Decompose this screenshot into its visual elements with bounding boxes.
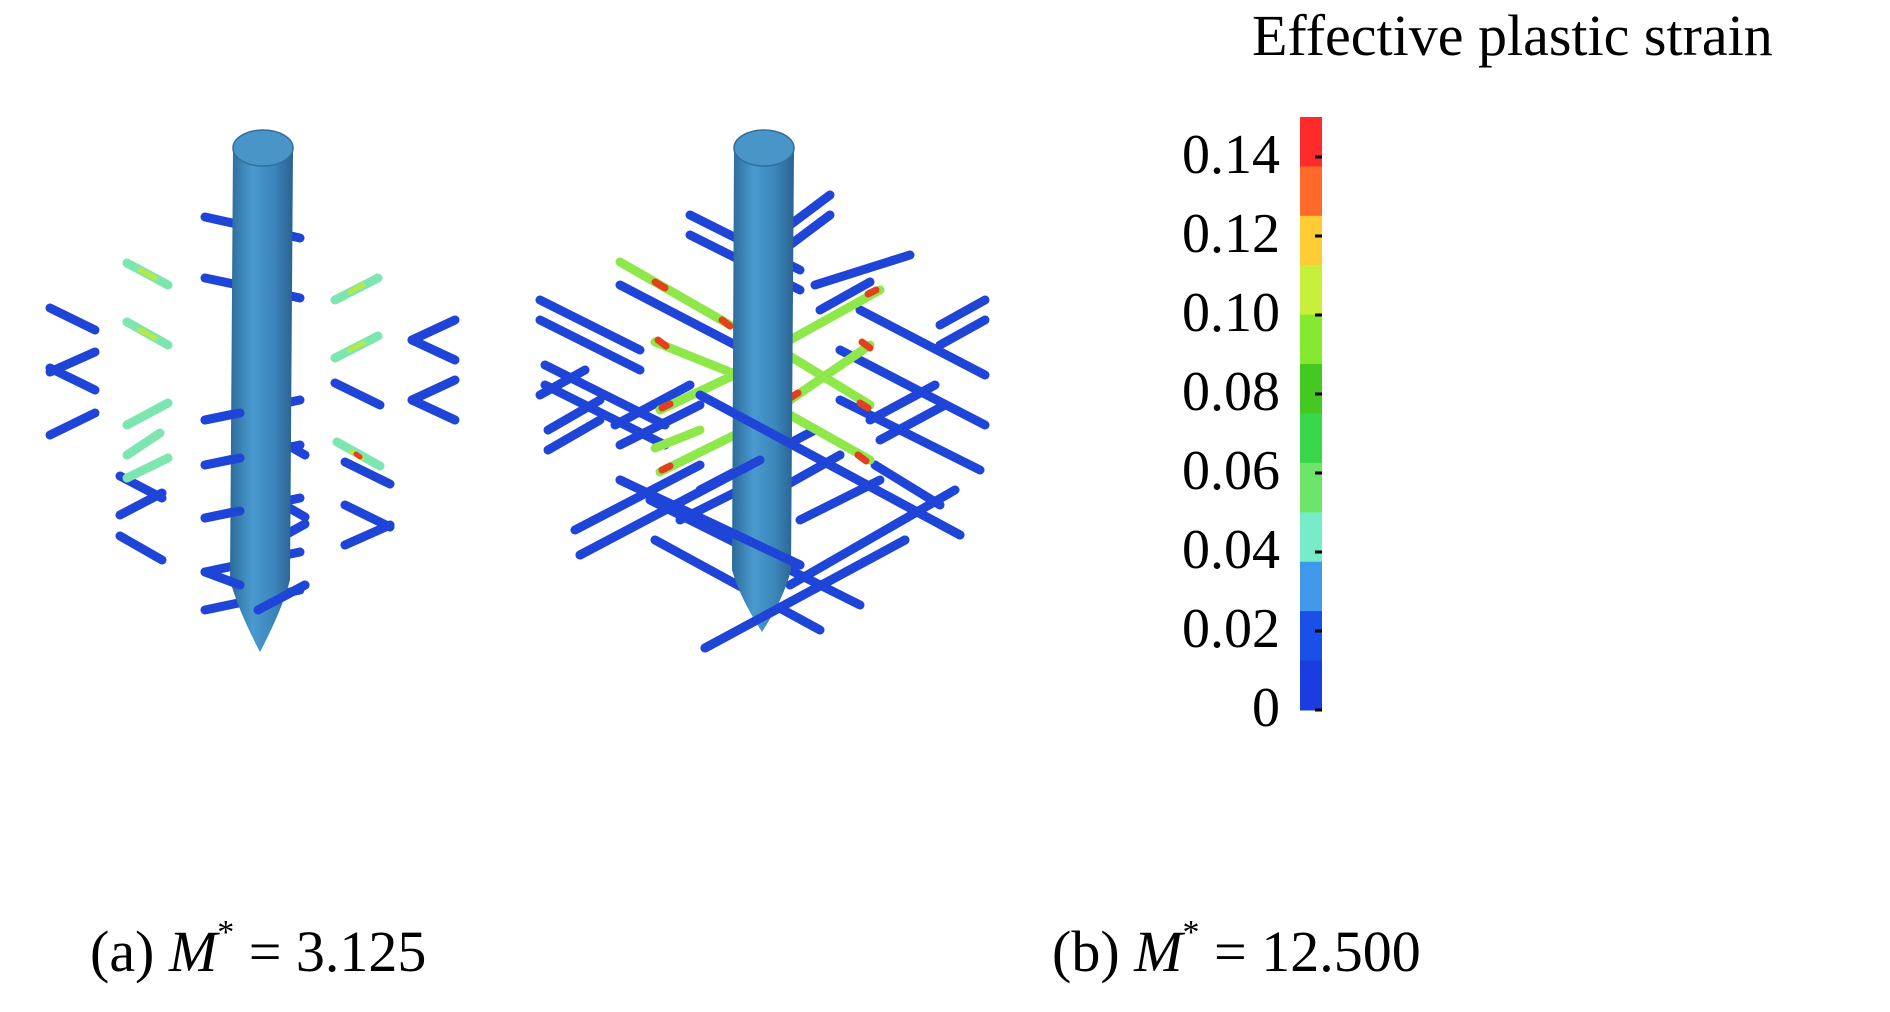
- caption-b-value: 12.500: [1261, 919, 1421, 984]
- legend-title: Effective plastic strain: [1252, 3, 1773, 68]
- colorbar-segment: [1300, 364, 1322, 414]
- colorbar-segment: [1300, 561, 1322, 612]
- panel-b-high-strain-marks: [651, 278, 880, 474]
- panel-b-front-bars: [575, 390, 965, 653]
- colorbar-segment: [1300, 265, 1322, 316]
- caption-b-prefix: (b): [1052, 919, 1135, 984]
- pile-a: [230, 129, 294, 652]
- colorbar-segment: [1300, 611, 1322, 662]
- legend-colorbar: [1300, 117, 1322, 712]
- colorbar-segment: [1300, 413, 1322, 464]
- caption-a-value: 3.125: [295, 919, 427, 984]
- caption-a-prefix: (a): [90, 919, 169, 984]
- colorbar-tick-label: 0.12: [1182, 203, 1280, 265]
- caption-b-symbol: M: [1134, 919, 1183, 984]
- colorbar-segment: [1300, 166, 1322, 217]
- colorbar-tick-label: 0.04: [1182, 519, 1280, 581]
- caption-a-symbol: M: [168, 919, 218, 984]
- figure-scene: [45, 117, 1322, 712]
- colorbar-segment: [1300, 215, 1322, 266]
- panel-a-front-bars: [200, 408, 310, 615]
- colorbar-tick-label: 0.02: [1182, 598, 1280, 660]
- pile-b: [732, 129, 795, 632]
- colorbar-segment: [1300, 117, 1322, 167]
- caption-panel-b: (b) M* = 12.500: [1052, 914, 1421, 985]
- colorbar-tick-label: 0.14: [1182, 124, 1280, 186]
- colorbar-segment: [1300, 512, 1322, 563]
- caption-b-relation: =: [1199, 919, 1262, 984]
- colorbar-segment: [1300, 462, 1322, 513]
- colorbar-tick-label: 0.08: [1182, 361, 1280, 423]
- colorbar-tick-label: 0.10: [1182, 282, 1280, 344]
- panel-a-bars: [45, 212, 460, 615]
- colorbar-tick-label: 0: [1252, 677, 1280, 739]
- caption-panel-a: (a) M* = 3.125: [90, 914, 427, 985]
- colorbar-segment: [1300, 314, 1322, 365]
- caption-b-sup: *: [1182, 914, 1200, 951]
- colorbar-segment: [1300, 660, 1322, 711]
- caption-a-sup: *: [217, 914, 235, 951]
- caption-a-relation: =: [234, 919, 296, 984]
- colorbar-tick-label: 0.06: [1182, 440, 1280, 502]
